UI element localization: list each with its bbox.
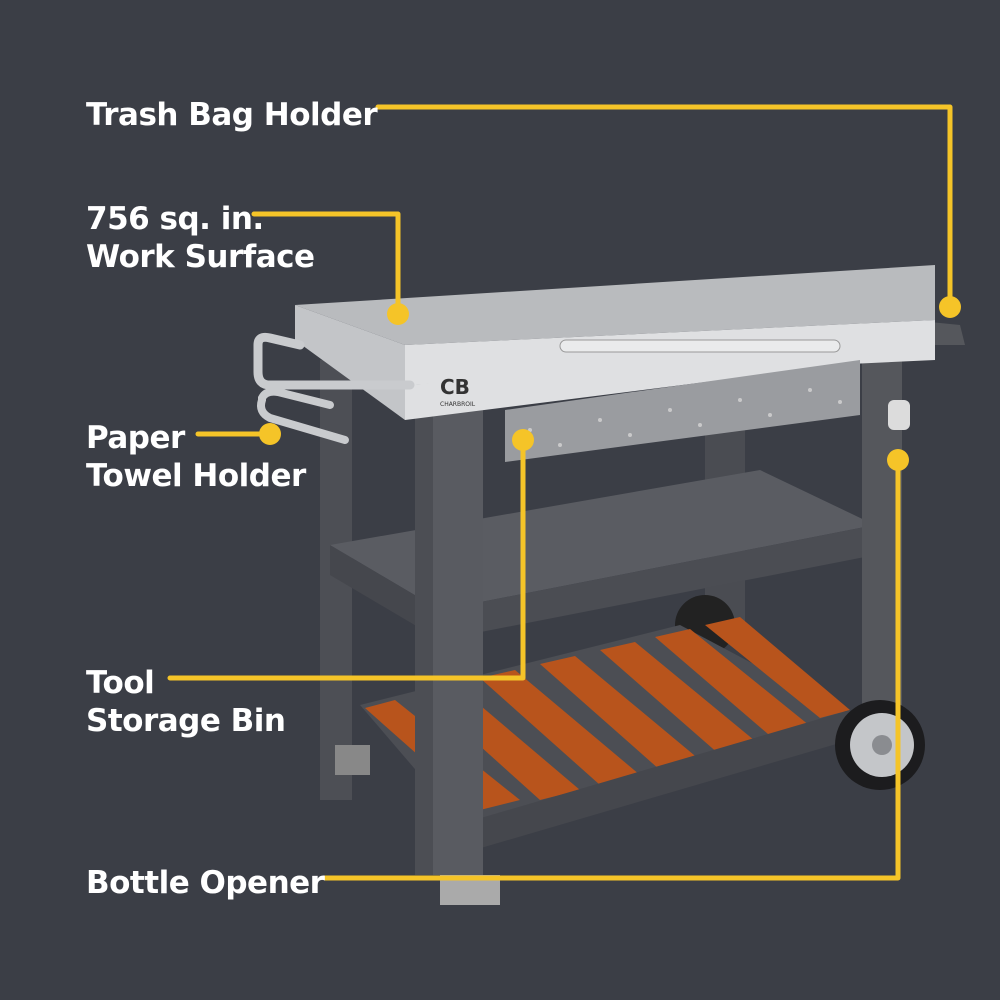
callout-tool-storage-bin: Tool Storage Bin bbox=[86, 664, 286, 740]
tool-callout-dot bbox=[512, 429, 534, 451]
callout-paper-towel-holder: Paper Towel Holder bbox=[86, 419, 306, 495]
brand-logo: CB bbox=[440, 375, 470, 399]
trash-leader-line bbox=[375, 104, 953, 310]
callout-text: Tool bbox=[86, 665, 155, 701]
work-leader-line bbox=[251, 211, 401, 317]
svg-text:CHARBROIL: CHARBROIL bbox=[440, 401, 476, 408]
callout-text: 756 sq. in. bbox=[86, 201, 264, 237]
callout-bottle-opener: Bottle Opener bbox=[86, 864, 325, 902]
callout-text: Storage Bin bbox=[86, 703, 286, 739]
callout-trash-bag-holder: Trash Bag Holder bbox=[86, 96, 378, 134]
callout-work-surface: 756 sq. in. Work Surface bbox=[86, 200, 315, 276]
callout-text: Towel Holder bbox=[86, 458, 306, 494]
paper-callout-dot bbox=[259, 423, 281, 445]
work-callout-dot bbox=[387, 303, 409, 325]
bottle-leader-line bbox=[322, 457, 901, 881]
callout-text: Work Surface bbox=[86, 239, 315, 275]
callout-text: Bottle Opener bbox=[86, 865, 325, 901]
bottle-callout-dot bbox=[887, 449, 909, 471]
tool-leader-line bbox=[167, 437, 526, 681]
callout-text: Trash Bag Holder bbox=[86, 97, 378, 133]
trash-callout-dot bbox=[939, 296, 961, 318]
callout-text: Paper bbox=[86, 420, 185, 456]
